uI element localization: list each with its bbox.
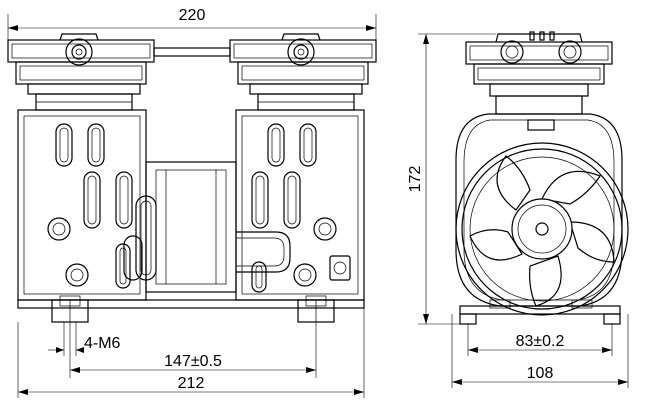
fan-icon — [455, 142, 629, 316]
right-pump-head — [229, 33, 377, 111]
side-base — [459, 299, 621, 325]
dimension-147: 147±0.5 — [69, 322, 317, 378]
dim-side-width: 108 — [527, 365, 554, 382]
left-body — [17, 109, 147, 301]
dimension-172: 172 — [407, 33, 496, 325]
nameplate-icon — [329, 255, 351, 281]
front-base — [17, 295, 365, 323]
dim-mount-spacing: 147±0.5 — [164, 353, 222, 370]
motor-core — [123, 161, 291, 293]
dimension-4-m6: 4-M6 — [48, 322, 121, 356]
front-view — [7, 33, 377, 323]
side-housing — [455, 113, 623, 307]
dim-height: 172 — [407, 166, 424, 193]
dim-overall-top: 220 — [179, 7, 206, 24]
dim-side-mount-spacing: 83±0.2 — [516, 333, 565, 350]
dimension-108: 108 — [451, 314, 629, 388]
dim-mount-holes: 4-M6 — [84, 335, 121, 352]
connecting-tube — [153, 47, 231, 57]
side-head — [465, 31, 613, 115]
dimension-83: 83±0.2 — [467, 324, 613, 356]
dimension-212: 212 — [17, 308, 365, 398]
side-view — [455, 31, 629, 325]
left-pump-head — [7, 33, 155, 111]
dimension-220: 220 — [7, 7, 377, 40]
dim-overall-bottom: 212 — [178, 375, 205, 392]
